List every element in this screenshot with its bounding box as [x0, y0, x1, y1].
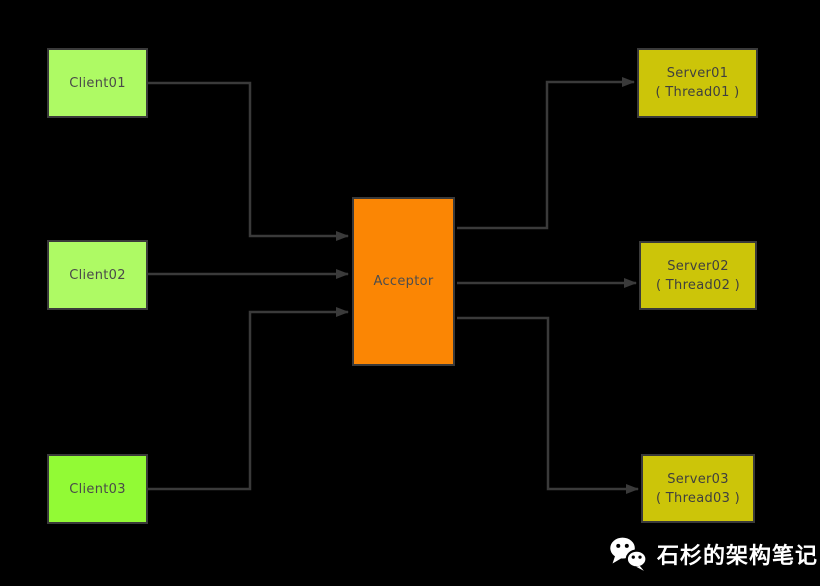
node-client03-label: Client03	[69, 481, 126, 497]
node-server03-label: Server03	[667, 471, 729, 487]
node-server02-sublabel: ( Thread02 )	[655, 277, 740, 293]
node-client01: Client01	[47, 48, 148, 118]
node-client03: Client03	[47, 454, 148, 524]
node-server01: Server01 ( Thread01 )	[637, 48, 758, 118]
node-acceptor-label: Acceptor	[373, 274, 434, 289]
connector-acceptor-server03	[457, 316, 639, 494]
node-client02: Client02	[47, 240, 148, 310]
node-acceptor: Acceptor	[352, 197, 455, 366]
node-client02-label: Client02	[69, 267, 126, 283]
node-server01-sublabel: ( Thread01 )	[655, 85, 740, 100]
watermark: 石杉的架构笔记	[608, 532, 818, 576]
node-server02: Server02 ( Thread02 )	[639, 241, 757, 310]
connector-client01-acceptor	[148, 81, 349, 241]
node-client01-label: Client01	[69, 75, 126, 91]
node-server03-sublabel: ( Thread03 )	[655, 490, 740, 506]
node-server03: Server03 ( Thread03 )	[641, 454, 755, 523]
node-server02-label: Server02	[667, 258, 729, 274]
connector-client03-acceptor	[148, 307, 349, 491]
watermark-text: 石杉的架构笔记	[657, 544, 819, 569]
node-server01-label: Server01	[666, 66, 729, 81]
wechat-icon	[610, 537, 648, 571]
connector-acceptor-server01	[457, 77, 635, 230]
